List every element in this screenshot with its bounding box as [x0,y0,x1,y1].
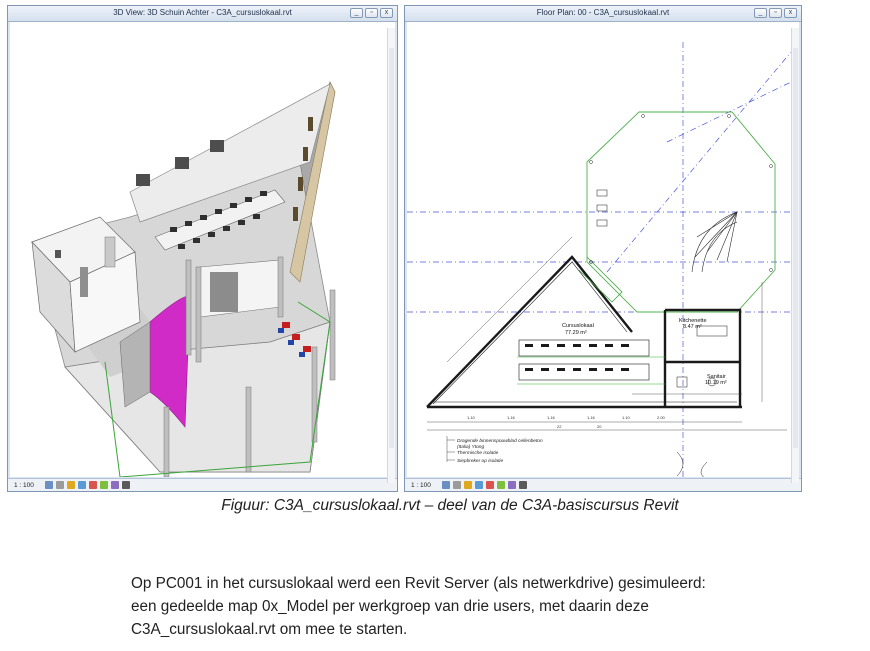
note-line-3: Thermische isolatie [457,450,499,456]
view-scale[interactable]: 1 : 100 [411,481,431,489]
svg-text:22: 22 [557,424,562,429]
hide-isolate-icon[interactable] [110,481,119,489]
shadows-icon[interactable] [474,481,483,489]
restore-button[interactable]: ▫ [769,8,782,18]
body-line-2: een gedeelde map 0x_Model per werkgroep … [131,598,649,615]
floor-plan-scrollbar[interactable] [791,28,799,483]
body-paragraph: Op PC001 in het cursuslokaal werd een Re… [131,572,859,641]
room-label-kitchenette[interactable]: Kitchenette [679,318,707,324]
show-crop-icon[interactable] [99,481,108,489]
floor-plan-statusbar: 1 : 100 [405,478,801,491]
svg-text:1.10: 1.10 [467,415,476,420]
body-line-3: C3A_cursuslokaal.rvt om mee te starten. [131,621,408,638]
floor-plan-viewport[interactable]: 1.10 1.16 1.16 1.16 1.10 2.00 22 20 [407,22,799,477]
figure-caption: Figuur: C3A_cursuslokaal.rvt – deel van … [221,497,679,514]
floor-plan-drawing: 1.10 1.16 1.16 1.16 1.10 2.00 22 20 [407,42,791,477]
svg-text:20: 20 [597,424,602,429]
3d-model-drawing [31,81,336,477]
floor-plan-titlebar[interactable]: Floor Plan: 00 - C3A_cursuslokaal.rvt _ … [405,6,801,22]
note-line-1: Dragende binnenspouwblad cellenbeton [457,438,543,444]
3d-view-window[interactable]: 3D View: 3D Schuin Achter - C3A_cursuslo… [7,5,398,492]
room-label-cursuslokaal[interactable]: Cursuslokaal [562,323,594,329]
3d-view-scrollbar[interactable] [387,28,395,483]
3d-view-statusbar: 1 : 100 [8,478,397,491]
hide-isolate-icon[interactable] [507,481,516,489]
reveal-hidden-icon[interactable] [518,481,527,489]
note-line-4: Siepbreker op isolatie [457,458,503,464]
visual-style-icon[interactable] [55,481,64,489]
close-button[interactable]: x [380,8,393,18]
svg-text:2.00: 2.00 [657,415,666,420]
crop-view-icon[interactable] [485,481,494,489]
detail-level-icon[interactable] [44,481,53,489]
reveal-hidden-icon[interactable] [121,481,130,489]
room-area-kitchenette: 8.47 m² [683,324,702,330]
body-line-1: Op PC001 in het cursuslokaal werd een Re… [131,575,706,592]
3d-view-titlebar[interactable]: 3D View: 3D Schuin Achter - C3A_cursuslo… [8,6,397,22]
detail-level-icon[interactable] [441,481,450,489]
3d-model-viewport[interactable] [10,22,395,477]
svg-text:1.16: 1.16 [547,415,556,420]
close-button[interactable]: x [784,8,797,18]
svg-text:1.16: 1.16 [587,415,596,420]
sun-path-icon[interactable] [463,481,472,489]
shadows-icon[interactable] [77,481,86,489]
3d-view-title: 3D View: 3D Schuin Achter - C3A_cursuslo… [113,8,292,17]
floor-plan-window[interactable]: Floor Plan: 00 - C3A_cursuslokaal.rvt _ … [404,5,802,492]
crop-view-icon[interactable] [88,481,97,489]
floor-plan-title: Floor Plan: 00 - C3A_cursuslokaal.rvt [536,8,670,17]
room-area-cursuslokaal: 77.29 m² [565,330,587,336]
show-crop-icon[interactable] [496,481,505,489]
minimize-button[interactable]: _ [754,8,767,18]
svg-text:1.16: 1.16 [507,415,516,420]
visual-style-icon[interactable] [452,481,461,489]
view-scale[interactable]: 1 : 100 [14,481,34,489]
svg-text:1.10: 1.10 [622,415,631,420]
room-area-sanitair: 10.19 m² [705,380,727,386]
restore-button[interactable]: ▫ [365,8,378,18]
sun-path-icon[interactable] [66,481,75,489]
minimize-button[interactable]: _ [350,8,363,18]
room-label-sanitair[interactable]: Sanitair [707,374,726,380]
note-line-2: (Italia) Ytong [457,444,484,450]
